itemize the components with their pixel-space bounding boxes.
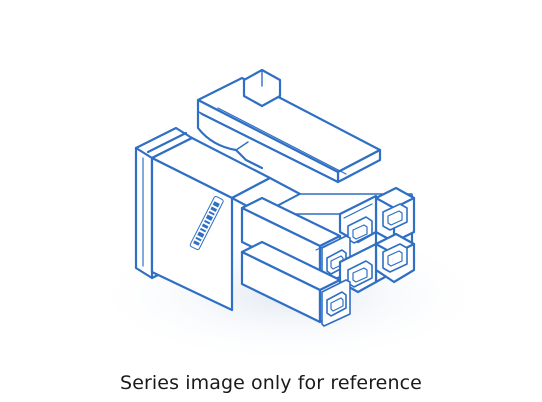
embossed-logo: [189, 196, 224, 251]
latch-icon: [196, 68, 382, 184]
reference-caption: Series image only for reference: [120, 372, 422, 394]
wire-cavity-icon: [338, 242, 378, 294]
wire-cavity-icon: [338, 194, 378, 244]
wire-cavity-icon: [240, 240, 351, 327]
